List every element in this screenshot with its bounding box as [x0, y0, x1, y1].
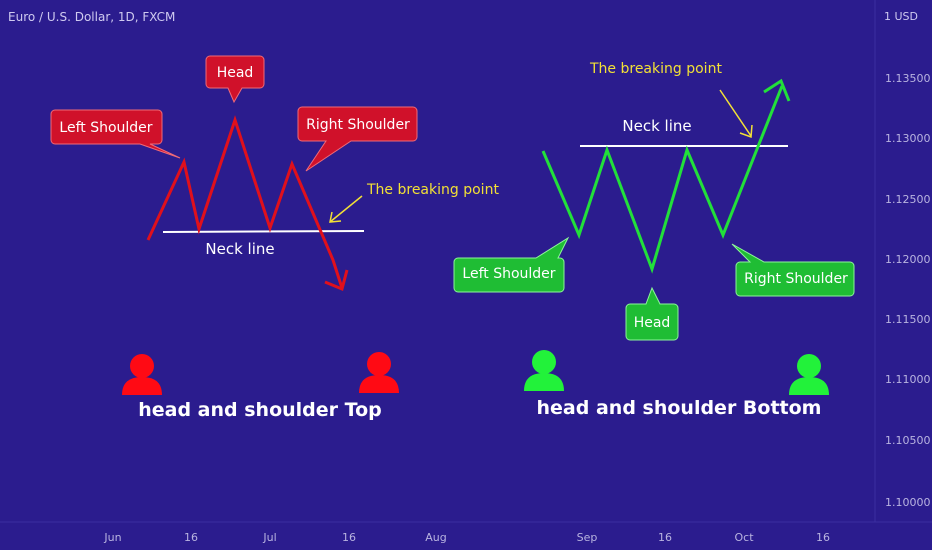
bottom-price-path: [541, 85, 784, 274]
symbol-title: Euro / U.S. Dollar, 1D, FXCM: [8, 10, 175, 24]
bottom-neck-line-label: Neck line: [622, 117, 691, 135]
bottom-breaking-point-arrow-icon: [739, 124, 753, 139]
top-right-shoulder-label: Right Shoulder: [306, 117, 410, 133]
top-pattern-title: head and shoulder Top: [138, 399, 382, 421]
price-tick: 1.13000: [885, 132, 931, 145]
top-right-shoulder-callout: [297, 106, 418, 172]
top-left-shoulder-callout: [50, 109, 181, 159]
bottom-left-shoulder-label: Left Shoulder: [462, 266, 555, 282]
time-tick: Jul: [262, 531, 276, 544]
top-down-arrow-icon: [324, 269, 349, 292]
price-tick: 1.13500: [885, 72, 931, 85]
top-user-left-icon: [122, 354, 162, 395]
time-tick: 16: [342, 531, 356, 544]
price-tick: 1.10500: [885, 434, 931, 447]
price-axis: 1.13500 1.13000 1.12500 1.12000 1.11500 …: [885, 72, 931, 509]
bottom-pattern-title: head and shoulder Bottom: [537, 397, 822, 419]
bottom-breaking-point-pointer: [719, 89, 752, 137]
top-breaking-point-label: The breaking point: [366, 182, 499, 198]
top-head-label: Head: [217, 65, 254, 81]
top-user-right-icon: [359, 352, 399, 393]
top-price-path: [146, 115, 344, 289]
bottom-head-callout: [625, 286, 679, 341]
price-tick: 1.11500: [885, 313, 931, 326]
bottom-user-right-icon: [789, 354, 829, 395]
top-breaking-point-pointer: [329, 195, 363, 223]
price-tick: 1.12000: [885, 253, 931, 266]
time-axis: Jun 16 Jul 16 Aug Sep 16 Oct 16: [103, 531, 830, 544]
time-tick: 16: [816, 531, 830, 544]
currency-label[interactable]: 1 USD: [884, 10, 918, 23]
bottom-left-shoulder-callout: [453, 236, 570, 293]
time-tick: Oct: [734, 531, 754, 544]
bottom-right-shoulder-callout: [731, 243, 855, 297]
time-tick: Jun: [103, 531, 121, 544]
top-breaking-point-arrow-icon: [329, 211, 342, 223]
top-left-shoulder-label: Left Shoulder: [59, 120, 152, 136]
bottom-head-label: Head: [634, 315, 671, 331]
time-tick: 16: [658, 531, 672, 544]
time-tick: Aug: [425, 531, 446, 544]
price-tick: 1.10000: [885, 496, 931, 509]
bottom-breaking-point-label: The breaking point: [589, 61, 722, 77]
price-tick: 1.12500: [885, 193, 931, 206]
top-neck-line: [162, 230, 365, 233]
pattern-top: Head Left Shoulder Right Shoulder Neck l…: [50, 55, 499, 421]
price-tick: 1.11000: [885, 373, 931, 386]
time-tick: 16: [184, 531, 198, 544]
bottom-up-arrow-icon: [763, 78, 791, 102]
time-tick: Sep: [577, 531, 598, 544]
bottom-user-left-icon: [524, 350, 564, 391]
top-neck-line-label: Neck line: [205, 240, 274, 258]
top-head-callout: [205, 55, 265, 104]
pattern-bottom: Neck line The breaking point Left Should…: [453, 61, 855, 419]
bottom-right-shoulder-label: Right Shoulder: [744, 271, 848, 287]
